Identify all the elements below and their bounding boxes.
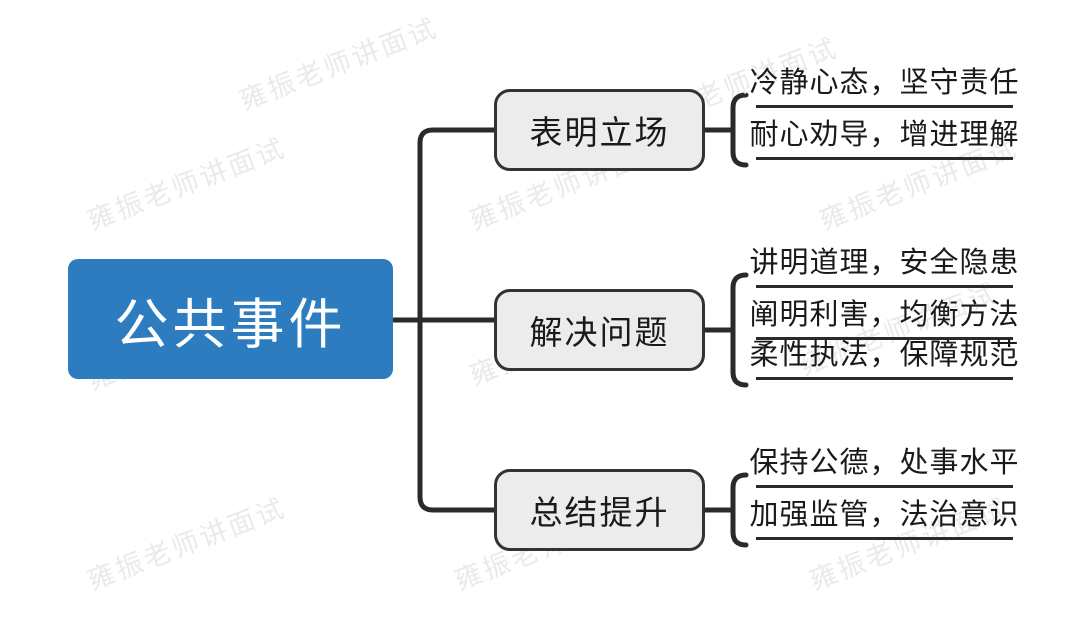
leaf-text: 保持公德，处事水平 xyxy=(749,447,1020,479)
leaf-text: 柔性执法，保障规范 xyxy=(749,339,1020,371)
trunk-to-branch-3 xyxy=(417,317,497,513)
leaf-text: 冷静心态，坚守责任 xyxy=(749,67,1020,99)
branch-node-1-label: 表明立场 xyxy=(529,114,670,151)
leaf-item[interactable]: 冷静心态，坚守责任 xyxy=(750,60,1019,108)
leaf-item[interactable]: 讲明道理，安全隐患 xyxy=(750,240,1019,288)
branch-node-3-label: 总结提升 xyxy=(529,494,670,531)
branch-node-2[interactable]: 解决问题 xyxy=(494,289,705,371)
leaf-text: 阐明利害，均衡方法 xyxy=(749,299,1020,331)
branch-node-2-label: 解决问题 xyxy=(529,314,670,351)
leaf-item[interactable]: 阐明利害，均衡方法 xyxy=(750,292,1019,340)
leaf-item[interactable]: 柔性执法，保障规范 xyxy=(750,332,1019,380)
root-node-label: 公共事件 xyxy=(114,294,347,355)
leaf-item[interactable]: 加强监管，法治意识 xyxy=(750,492,1019,540)
trunk-to-branch-1 xyxy=(417,127,497,323)
branch-2-bracket xyxy=(730,272,749,388)
leaf-item[interactable]: 保持公德，处事水平 xyxy=(750,440,1019,488)
branch-node-1[interactable]: 表明立场 xyxy=(494,89,705,171)
root-node[interactable]: 公共事件 xyxy=(68,259,393,379)
leaf-text: 加强监管，法治意识 xyxy=(749,499,1020,531)
leaf-text: 耐心劝导，增进理解 xyxy=(749,119,1020,151)
leaf-text: 讲明道理，安全隐患 xyxy=(749,247,1020,279)
branch-3-bracket xyxy=(730,472,749,548)
branch-1-bracket xyxy=(730,92,749,168)
leaf-item[interactable]: 耐心劝导，增进理解 xyxy=(750,112,1019,160)
branch-node-3[interactable]: 总结提升 xyxy=(494,469,705,551)
